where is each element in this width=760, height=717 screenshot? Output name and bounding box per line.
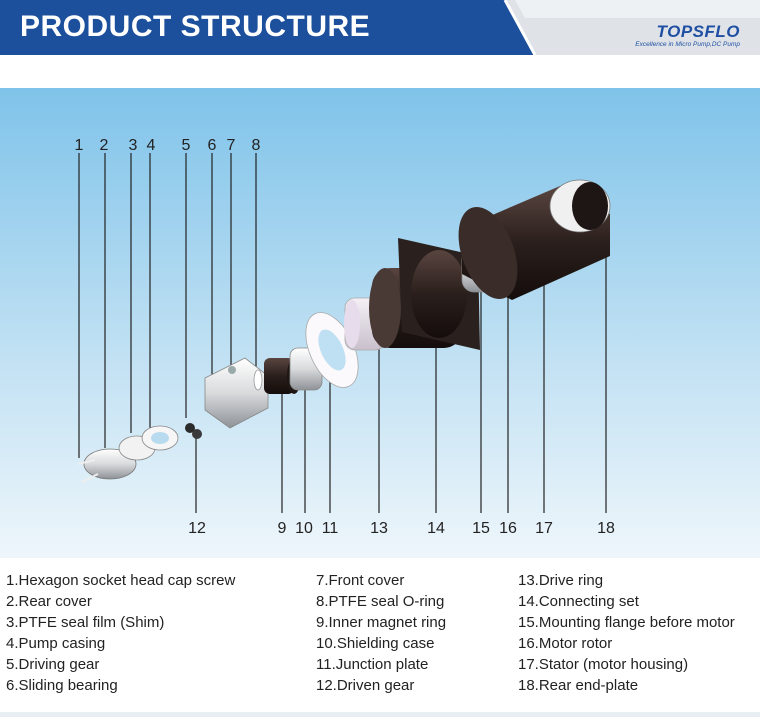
leader-lines	[78, 153, 607, 513]
legend-item: 4.Pump casing	[6, 635, 106, 652]
legend-column-3: 13.Drive ring 14.Connecting set 15.Mount…	[518, 570, 735, 696]
legend-item: 16.Motor rotor	[518, 635, 613, 652]
callout-13: 13	[370, 520, 388, 537]
callout-6: 6	[208, 137, 217, 154]
callout-3: 3	[129, 137, 138, 154]
parts-legend: 1.Hexagon socket head cap screw 2.Rear c…	[0, 566, 760, 706]
logo-name: TOPSFLO	[656, 22, 740, 41]
callout-18: 18	[597, 520, 615, 537]
callout-16: 16	[499, 520, 517, 537]
legend-item: 7.Front cover	[316, 572, 405, 589]
legend-item: 3.PTFE seal film (Shim)	[6, 614, 165, 631]
legend-item: 11.Junction plate	[316, 656, 429, 673]
legend-item: 2.Rear cover	[6, 593, 92, 610]
brand-logo: TOPSFLO Excellence in Micro Pump,DC Pump	[635, 22, 740, 48]
callout-7: 7	[227, 137, 236, 154]
header: PRODUCT STRUCTURE TOPSFLO Excellence in …	[0, 0, 760, 60]
legend-column-2: 7.Front cover 8.PTFE seal O-ring 9.Inner…	[316, 570, 446, 696]
callout-12: 12	[188, 520, 206, 537]
logo-tagline: Excellence in Micro Pump,DC Pump	[635, 41, 740, 48]
legend-column-1: 1.Hexagon socket head cap screw 2.Rear c…	[6, 570, 235, 696]
legend-item: 1.Hexagon socket head cap screw	[6, 572, 236, 589]
exploded-view-diagram: 1 2 3 4 5 6 7 8 12 9 10 11 13 14 15 16 1…	[0, 88, 760, 558]
bottom-divider	[0, 712, 760, 717]
legend-item: 12.Driven gear	[316, 677, 415, 694]
part-rear-end-plate	[549, 179, 611, 233]
callout-14: 14	[427, 520, 445, 537]
legend-item: 18.Rear end-plate	[518, 677, 639, 694]
page-title: PRODUCT STRUCTURE	[20, 10, 371, 43]
callout-11: 11	[322, 520, 339, 537]
legend-item: 13.Drive ring	[518, 572, 604, 589]
legend-item: 15.Mounting flange before motor	[518, 614, 735, 631]
callout-5: 5	[182, 137, 191, 154]
callout-10: 10	[295, 520, 313, 537]
legend-item: 14.Connecting set	[518, 593, 639, 610]
part-seal-film-casing	[118, 425, 179, 461]
legend-item: 8.PTFE seal O-ring	[316, 593, 445, 610]
legend-item: 17.Stator (motor housing)	[518, 656, 689, 673]
callout-2: 2	[100, 137, 109, 154]
part-seal-o-ring	[253, 369, 263, 391]
title-banner	[0, 0, 760, 56]
legend-item: 10.Shielding case	[316, 635, 435, 652]
callout-4: 4	[147, 137, 156, 154]
part-mounting-flange	[398, 238, 480, 350]
legend-item: 9.Inner magnet ring	[316, 614, 447, 631]
part-gears	[185, 423, 202, 439]
callout-1: 1	[75, 137, 84, 154]
callout-17: 17	[535, 520, 553, 537]
legend-item: 6.Sliding bearing	[6, 677, 118, 694]
callout-8: 8	[252, 137, 261, 154]
part-front-cover	[204, 357, 269, 429]
callout-15: 15	[472, 520, 490, 537]
callout-9: 9	[278, 520, 287, 537]
legend-item: 5.Driving gear	[6, 656, 100, 673]
part-rear-cover	[77, 448, 137, 483]
